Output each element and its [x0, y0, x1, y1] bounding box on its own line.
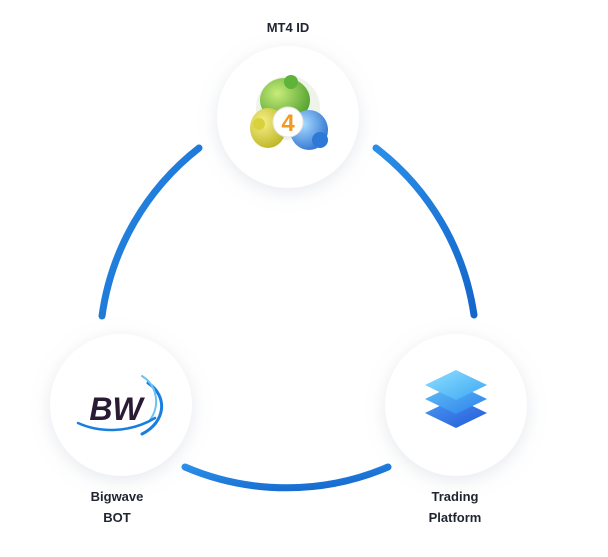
- bot-label-line1: Bigwave: [90, 489, 144, 504]
- node-mt4: 4: [217, 46, 359, 188]
- mt4-label: MT4 ID: [238, 17, 338, 38]
- svg-text:4: 4: [281, 110, 295, 137]
- bigwave-logo-icon: BW: [76, 375, 164, 436]
- platform-label-line2: Platform: [428, 510, 482, 525]
- node-bot-circle: [50, 334, 192, 476]
- bot-label: Bigwave BOT: [62, 486, 172, 528]
- platform-label: Trading Platform: [400, 486, 510, 528]
- layers-stack-icon: [425, 370, 487, 428]
- svg-text:BW: BW: [89, 391, 145, 427]
- arc-bot-to-platform: [181, 463, 392, 492]
- bot-label-line2: BOT: [103, 510, 131, 525]
- metatrader4-logo-icon: 4: [250, 75, 328, 150]
- arc-mt4-to-platform: [372, 144, 478, 319]
- arc-mt4-to-bot: [98, 144, 203, 320]
- node-platform: [385, 334, 527, 476]
- connector-arcs: [98, 144, 478, 492]
- node-bot: BW: [50, 334, 192, 476]
- mt4-label-text: MT4 ID: [266, 20, 310, 35]
- platform-label-line1: Trading: [431, 489, 479, 504]
